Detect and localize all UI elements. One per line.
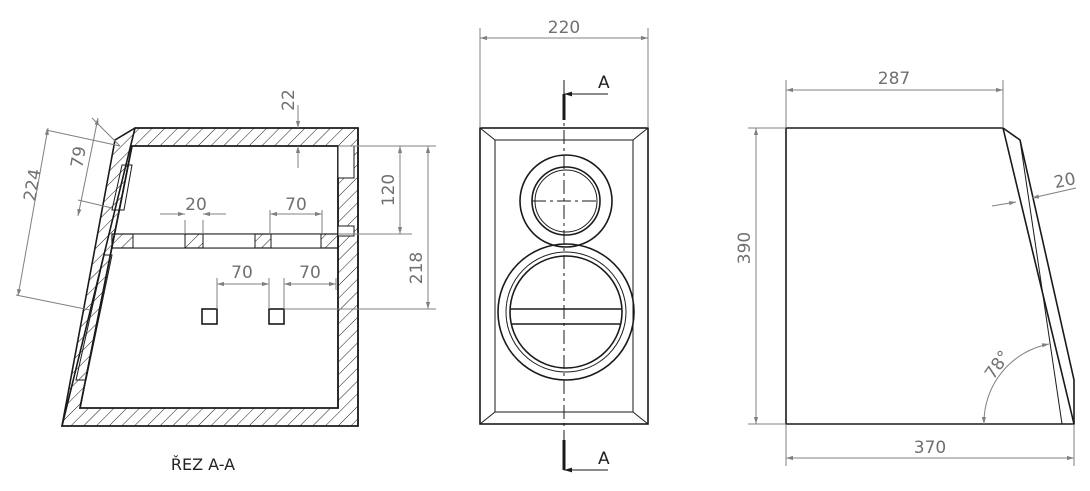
dim-22: 22 (279, 89, 299, 111)
section-view: 22 120 218 224 79 20 70 (15, 89, 436, 474)
section-caption: ŘEZ A-A (171, 455, 235, 474)
dim-70-hole-2: 70 (299, 263, 321, 283)
tweeter-outer (519, 154, 613, 248)
dim-220: 220 (548, 18, 580, 38)
woofer-outer (497, 243, 635, 381)
dim-70-slot: 70 (285, 195, 307, 215)
dim-20-baffle: 20 (1052, 169, 1077, 193)
dim-370: 370 (914, 438, 946, 458)
woofer-inner (509, 255, 623, 369)
side-view: 287 390 370 20 78° (735, 69, 1078, 466)
section-label-top: A (598, 73, 610, 93)
dim-78-angle: 78° (981, 347, 1015, 383)
dim-287: 287 (878, 69, 910, 89)
section-label-bottom: A (598, 449, 610, 469)
dim-79: 79 (67, 145, 90, 170)
dim-390: 390 (735, 232, 755, 264)
dim-20-slot: 20 (185, 195, 207, 215)
dim-224: 224 (20, 167, 45, 202)
front-view: A A 220 (479, 18, 649, 473)
dim-218: 218 (407, 252, 427, 284)
dim-70-hole-1: 70 (231, 263, 253, 283)
dim-120: 120 (379, 174, 399, 206)
